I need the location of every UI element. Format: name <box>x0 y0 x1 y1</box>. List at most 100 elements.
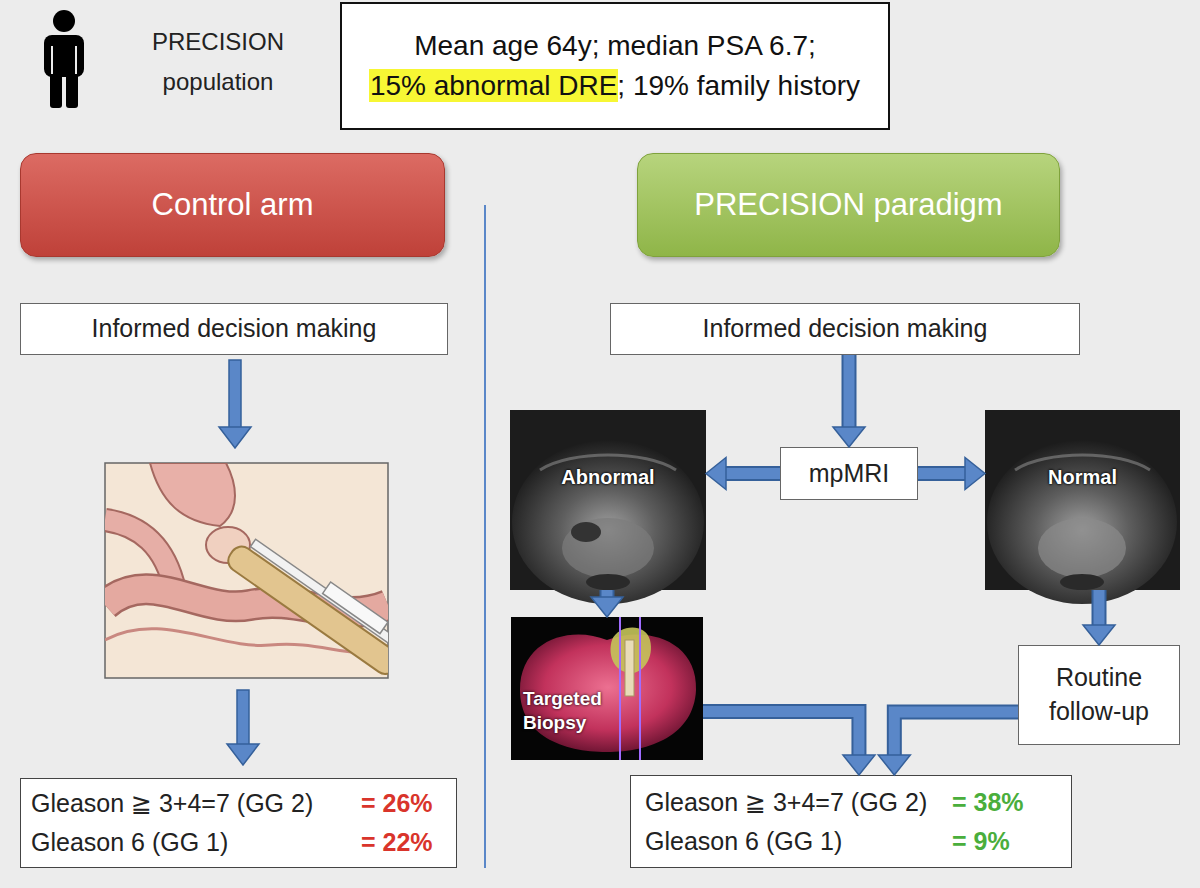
result-label: Gleason 6 (GG 1) <box>645 827 952 856</box>
biopsy-illustration <box>224 542 388 678</box>
arrow-outline <box>725 466 780 481</box>
biopsy-illustration <box>105 463 414 678</box>
flow-arrow <box>219 360 259 765</box>
arrow-shaft <box>918 468 966 479</box>
process-box: Routine follow-up <box>1018 645 1180 745</box>
arrow-head <box>878 755 910 775</box>
stats-text: Mean age 64y; median PSA 6.7; 15% abnorm… <box>350 26 880 106</box>
arrow-outline <box>842 355 857 428</box>
flow-arrow <box>1083 590 1115 645</box>
box-text: Routine follow-up <box>1025 661 1173 729</box>
arm-header: Control arm <box>20 153 445 257</box>
flow-arrow <box>703 711 875 775</box>
mri-image <box>987 440 1177 604</box>
arrow-head <box>965 458 985 490</box>
arrow-outline <box>600 590 615 598</box>
biopsy-illustration <box>105 463 388 678</box>
result-label: Gleason 6 (GG 1) <box>31 828 361 857</box>
text-column: mpMRI <box>809 457 890 491</box>
result-value: = 38% <box>952 788 1071 817</box>
result-value: = 26% <box>361 789 456 818</box>
box-text: Informed decision making <box>703 312 988 346</box>
biopsy-illustration <box>323 582 388 634</box>
mri-image <box>571 522 601 542</box>
arrow-shaft <box>725 468 780 479</box>
box-text: mpMRI <box>809 457 890 491</box>
flow-arrow <box>237 690 249 746</box>
flow-arrow <box>591 590 623 617</box>
biopsy-render <box>625 640 634 696</box>
result-box: Gleason ≧ 3+4=7 (GG 2)= 26%Gleason 6 (GG… <box>20 778 457 868</box>
biopsy-illustration <box>150 463 235 526</box>
result-value: = 22% <box>361 828 456 857</box>
mri-image <box>562 518 654 578</box>
biopsy-render <box>511 617 703 760</box>
box-text: PRECISION paradigm <box>694 187 1002 223</box>
process-box: Informed decision making <box>610 303 1080 355</box>
mri-image <box>1038 518 1126 578</box>
image-caption: Targeted Biopsy <box>523 687 623 735</box>
result-label: Gleason ≧ 3+4=7 (GG 2) <box>645 788 952 817</box>
caption-label: PRECISION population <box>143 22 293 102</box>
mri-image <box>1060 574 1104 590</box>
person-icon <box>51 46 53 74</box>
result-label: Gleason ≧ 3+4=7 (GG 2) <box>31 789 361 818</box>
process-box: mpMRI <box>780 447 918 500</box>
image-caption: Normal <box>985 466 1180 489</box>
person-icon <box>44 35 84 77</box>
result-box: Gleason ≧ 3+4=7 (GG 2)= 38%Gleason 6 (GG… <box>630 775 1072 868</box>
arrow-outline <box>894 712 1018 756</box>
arrow-head <box>833 427 865 447</box>
person-icon <box>75 46 77 74</box>
biopsy-render <box>511 617 703 760</box>
text-column: Informed decision making <box>92 312 377 346</box>
flow-arrow <box>229 360 241 429</box>
box-text: Informed decision making <box>92 312 377 346</box>
arrow-shaft <box>894 712 1018 756</box>
arrow-head <box>591 597 623 617</box>
biopsy-render <box>619 617 621 760</box>
arrow-shaft <box>602 590 613 598</box>
biopsy-illustration <box>250 539 388 650</box>
arrow-outline <box>703 711 859 756</box>
arm-header: PRECISION paradigm <box>637 153 1060 257</box>
image-caption: Abnormal <box>510 466 706 489</box>
process-box: Informed decision making <box>20 303 448 355</box>
person-icon <box>50 70 62 108</box>
flow-arrow <box>706 458 780 490</box>
arrow-head <box>1083 625 1115 645</box>
result-value: = 9% <box>952 827 1071 856</box>
person-icon <box>53 10 75 32</box>
arrow-head <box>843 755 875 775</box>
biopsy-image-node: Targeted Biopsy <box>511 617 703 760</box>
flow-arrow <box>918 458 985 490</box>
spacer <box>350 26 400 66</box>
mri-image <box>985 410 1180 604</box>
stats-box: Mean age 64y; median PSA 6.7; 15% abnorm… <box>340 2 890 130</box>
biopsy-render <box>520 634 696 752</box>
flow-arrow <box>878 712 1018 775</box>
text-column: Control arm <box>152 187 314 223</box>
divider-line <box>484 205 486 868</box>
text-column: Routine follow-up <box>1025 661 1173 729</box>
arrow-outline <box>918 466 966 481</box>
flow-arrow <box>227 744 259 765</box>
person-icon <box>66 70 78 108</box>
mri-image <box>512 440 704 604</box>
text-column: Abnormal <box>510 466 706 489</box>
biopsy-illustration <box>224 526 388 678</box>
arrow-shaft <box>844 355 855 428</box>
text-wrap: Mean age 64y; median PSA 6.7; 15% abnorm… <box>350 26 880 106</box>
arrow-shaft <box>703 711 859 756</box>
flow-arrow <box>219 427 251 448</box>
mri-image-node: Normal <box>985 410 1180 590</box>
mri-image <box>510 410 706 604</box>
person-icon <box>44 10 84 108</box>
mri-image-node: Abnormal <box>510 410 706 590</box>
arrow-shaft <box>1094 590 1105 626</box>
arrow-head <box>706 458 726 490</box>
spacer <box>830 26 880 66</box>
